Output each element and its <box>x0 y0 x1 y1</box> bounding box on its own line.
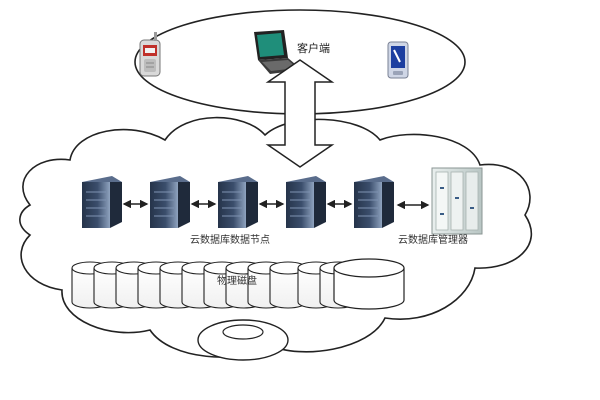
data-node-server <box>150 176 190 228</box>
physical-disk-label: 物理磁盘 <box>217 276 257 287</box>
data-node-server <box>354 176 394 228</box>
physical-disks-group <box>71 258 405 310</box>
physical-disk <box>269 261 307 309</box>
cloud-tail-disk <box>197 319 289 361</box>
data-node-server <box>218 176 258 228</box>
client-cloud-arrow <box>265 59 335 168</box>
client-label: 客户端 <box>297 42 330 55</box>
physical-disk <box>333 258 405 310</box>
cloud-db-manager <box>431 167 483 235</box>
data-nodes-label: 云数据库数据节点 <box>190 235 270 246</box>
data-node-server <box>286 176 326 228</box>
manager-label: 云数据库管理器 <box>398 235 468 246</box>
pda-icon <box>387 41 409 79</box>
mobile-phone-icon <box>139 32 161 77</box>
data-node-server <box>82 176 122 228</box>
data-nodes-group <box>82 176 394 228</box>
